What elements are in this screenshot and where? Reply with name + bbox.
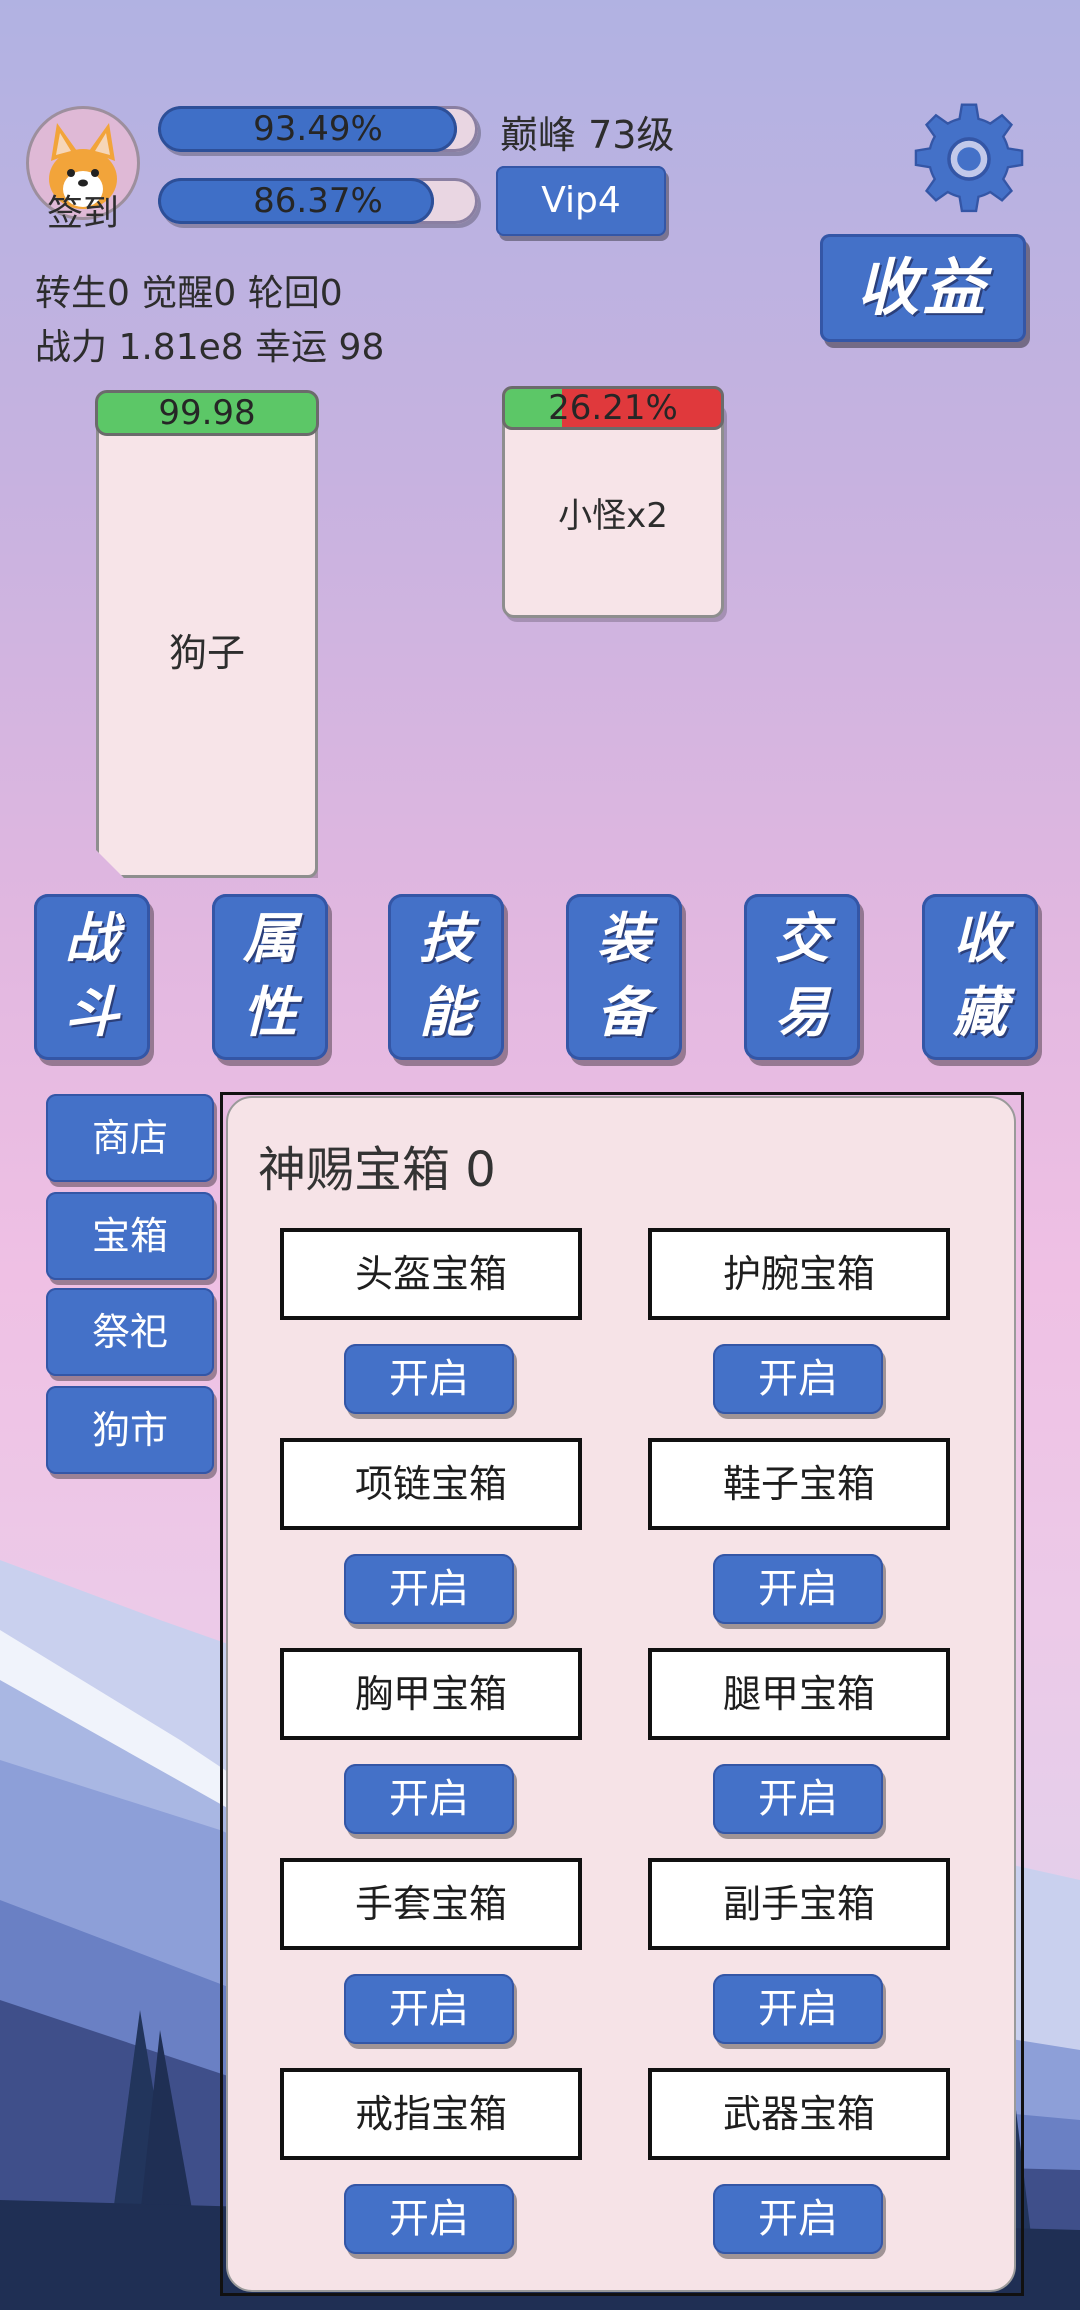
earnings-button[interactable]: 收益 <box>820 234 1026 342</box>
nav-equipment-char1: 装 <box>597 907 651 970</box>
tab-sacrifice[interactable]: 祭祀 <box>46 1288 214 1376</box>
enemy-card <box>502 400 724 618</box>
nav-skills-char2: 能 <box>419 981 473 1044</box>
avatar[interactable] <box>26 106 140 220</box>
power-luck-stats: 战力 1.81e8 幸运 98 <box>35 327 385 368</box>
nav-trade-char1: 交 <box>775 907 829 970</box>
nav-battle-char2: 斗 <box>65 981 119 1044</box>
chest-gloves: 手套宝箱 <box>280 1858 582 1950</box>
nav-equipment-char2: 备 <box>597 981 651 1044</box>
nav-trade-char2: 易 <box>775 981 829 1044</box>
nav-attributes-char2: 性 <box>243 981 297 1044</box>
enemy-hp-text: 26.21% <box>548 388 678 428</box>
open-bracer-button[interactable]: 开启 <box>713 1344 883 1414</box>
second-progress-text: 86.37% <box>253 181 383 221</box>
chest-chestplate: 胸甲宝箱 <box>280 1648 582 1740</box>
vip-button[interactable]: Vip4 <box>496 166 666 236</box>
nav-collection-char2: 藏 <box>953 981 1007 1044</box>
chest-ring: 戒指宝箱 <box>280 2068 582 2160</box>
open-ring-button[interactable]: 开启 <box>344 2184 514 2254</box>
tab-shop[interactable]: 商店 <box>46 1094 214 1182</box>
corgi-icon <box>49 123 117 209</box>
tab-dog-market[interactable]: 狗市 <box>46 1386 214 1474</box>
nav-attributes-char1: 属 <box>243 907 297 970</box>
exp-progress-bar: 93.49% <box>158 106 478 152</box>
open-offhand-button[interactable]: 开启 <box>713 1974 883 2044</box>
second-progress-bar: 86.37% <box>158 178 478 224</box>
open-helmet-button[interactable]: 开启 <box>344 1344 514 1414</box>
open-gloves-button[interactable]: 开启 <box>344 1974 514 2044</box>
nav-collection-button[interactable]: 收藏 <box>922 894 1038 1060</box>
nav-attributes-button[interactable]: 属性 <box>212 894 328 1060</box>
second-progress-fill <box>158 178 435 224</box>
open-chestplate-button[interactable]: 开启 <box>344 1764 514 1834</box>
chest-offhand: 副手宝箱 <box>648 1858 950 1950</box>
peak-level-text: 巅峰 73级 <box>500 113 675 157</box>
player-name: 狗子 <box>168 631 245 675</box>
chest-weapon: 武器宝箱 <box>648 2068 950 2160</box>
enemy-hp-fill <box>505 389 562 427</box>
nav-collection-char1: 收 <box>953 907 1007 970</box>
enemy-name: 小怪x2 <box>558 496 668 536</box>
player-hp-bar: 99.98 <box>95 390 319 436</box>
chest-bracer: 护腕宝箱 <box>648 1228 950 1320</box>
nav-battle-char1: 战 <box>65 907 119 970</box>
rebirth-stats: 转生0 觉醒0 轮回0 <box>35 273 343 314</box>
enemy-hp-bar: 26.21% <box>502 386 724 430</box>
chest-helmet: 头盔宝箱 <box>280 1228 582 1320</box>
open-weapon-button[interactable]: 开启 <box>713 2184 883 2254</box>
chest-necklace: 项链宝箱 <box>280 1438 582 1530</box>
nav-skills-button[interactable]: 技能 <box>388 894 504 1060</box>
gear-icon[interactable] <box>910 100 1028 218</box>
chest-leggings: 腿甲宝箱 <box>648 1648 950 1740</box>
nav-skills-char1: 技 <box>419 907 473 970</box>
player-card <box>96 404 318 878</box>
nav-battle-button[interactable]: 战斗 <box>34 894 150 1060</box>
nav-trade-button[interactable]: 交易 <box>744 894 860 1060</box>
open-leggings-button[interactable]: 开启 <box>713 1764 883 1834</box>
panel-title: 神赐宝箱 0 <box>258 1142 496 1198</box>
nav-equipment-button[interactable]: 装备 <box>566 894 682 1060</box>
chest-panel-frame <box>220 1092 1024 2296</box>
exp-progress-fill <box>158 106 458 152</box>
chest-shoes: 鞋子宝箱 <box>648 1438 950 1530</box>
open-necklace-button[interactable]: 开启 <box>344 1554 514 1624</box>
open-shoes-button[interactable]: 开启 <box>713 1554 883 1624</box>
tab-chest[interactable]: 宝箱 <box>46 1192 214 1280</box>
sign-in-label[interactable]: 签到 <box>46 193 119 234</box>
exp-progress-text: 93.49% <box>253 109 383 149</box>
